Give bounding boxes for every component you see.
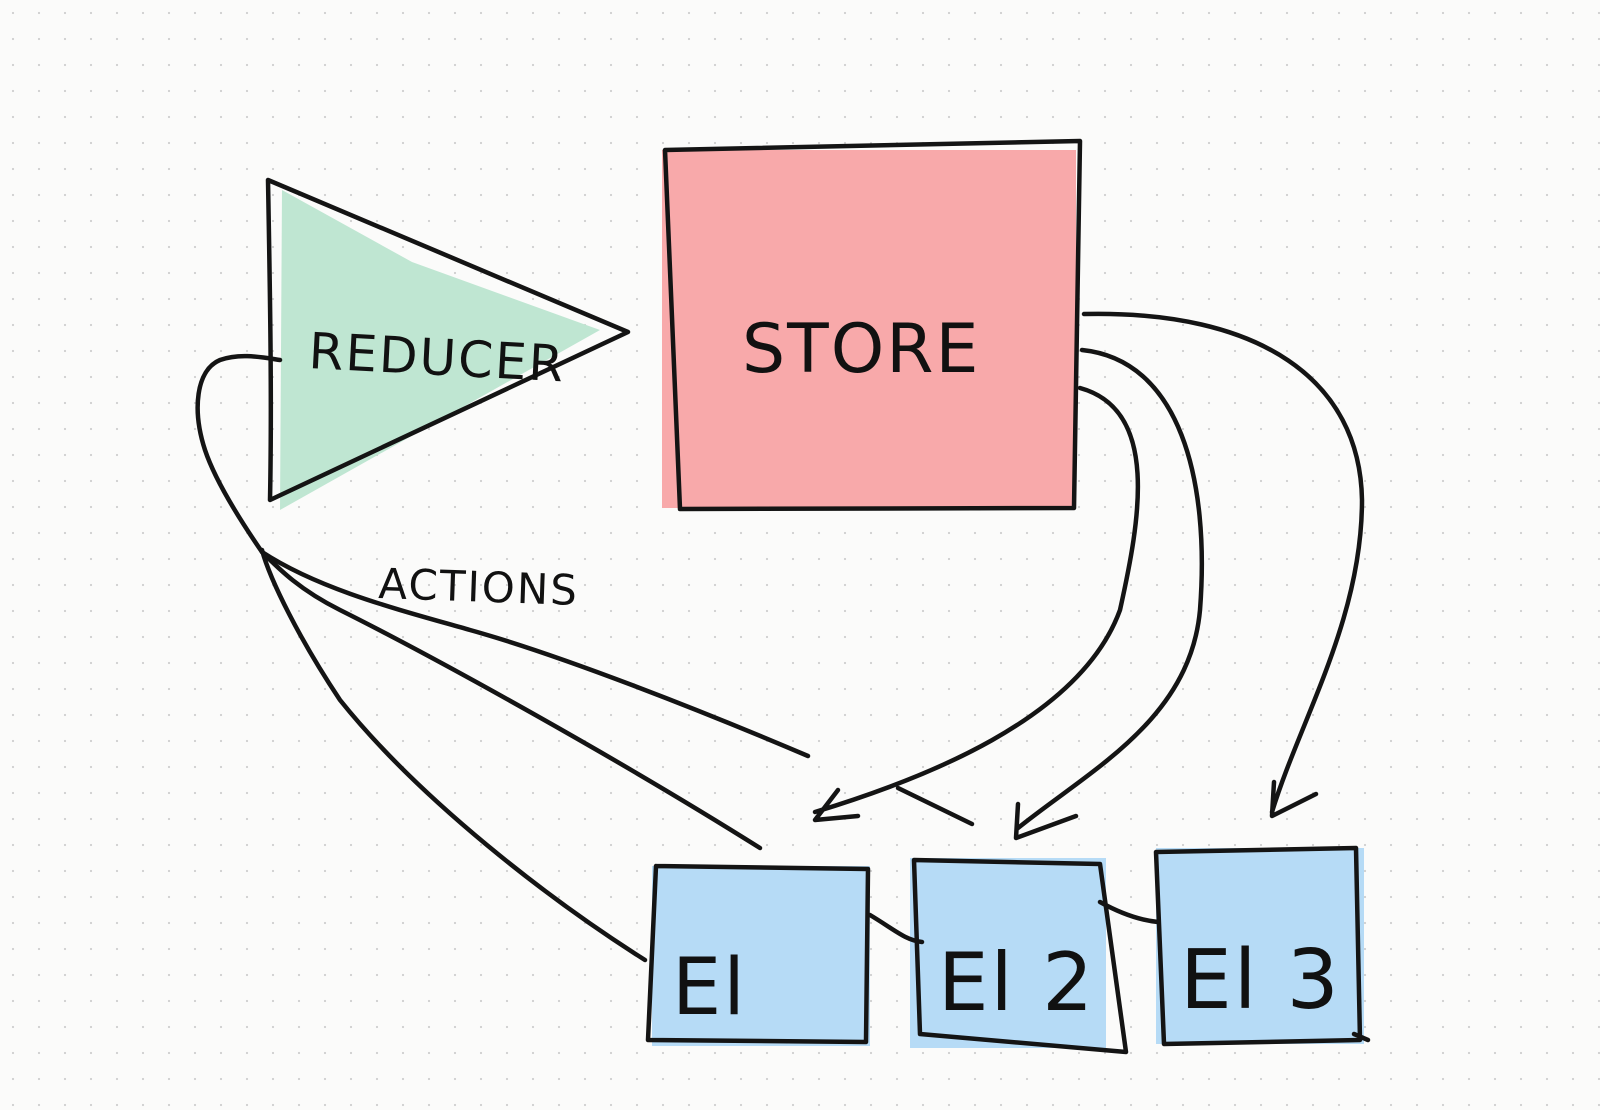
link-el2-el3 [1097, 899, 1161, 925]
element-3-outline [1153, 845, 1363, 1047]
actions-label: ACTIONS [378, 559, 580, 615]
action-line-el1-outer [259, 547, 648, 963]
element-1-label: El [672, 943, 747, 1033]
element-3-fill [1156, 848, 1364, 1044]
arrow-head-el2 [1013, 801, 1079, 841]
action-line-el2 [259, 549, 811, 759]
element-2-outline [911, 857, 1129, 1055]
element-2-fill [910, 858, 1106, 1048]
reducer-outline [265, 177, 631, 503]
store-to-element-arrows [812, 311, 1365, 841]
element-3-corner-mark [1351, 1031, 1371, 1043]
action-line-el2-tail [895, 785, 975, 827]
reducer-label: REDUCER [307, 322, 566, 393]
element-node-3: El 3 [1153, 845, 1371, 1047]
element-3-label: El 3 [1180, 933, 1341, 1028]
arrow-store-to-el2 [1015, 347, 1205, 831]
store-node: STORE [662, 138, 1083, 512]
reducer-node: REDUCER [265, 177, 631, 510]
reducer-fill [280, 190, 600, 510]
store-outline [662, 138, 1083, 512]
element-2-label: El 2 [938, 936, 1095, 1029]
arrow-store-to-el1 [812, 385, 1141, 815]
element-1-outline [645, 863, 871, 1045]
action-line-el1-inner [259, 549, 763, 851]
link-el1-el2 [867, 912, 925, 945]
arrow-head-el1 [812, 787, 861, 823]
action-loop-to-reducer [195, 353, 283, 555]
arrow-head-el3 [1269, 779, 1319, 819]
arrow-store-to-el3 [1081, 311, 1365, 815]
element-1-fill [652, 866, 870, 1046]
action-lines: ACTIONS [195, 353, 975, 963]
store-fill [662, 150, 1076, 508]
element-node-1: El [645, 863, 871, 1046]
element-node-2: El 2 [910, 857, 1129, 1055]
store-label: STORE [742, 310, 980, 389]
